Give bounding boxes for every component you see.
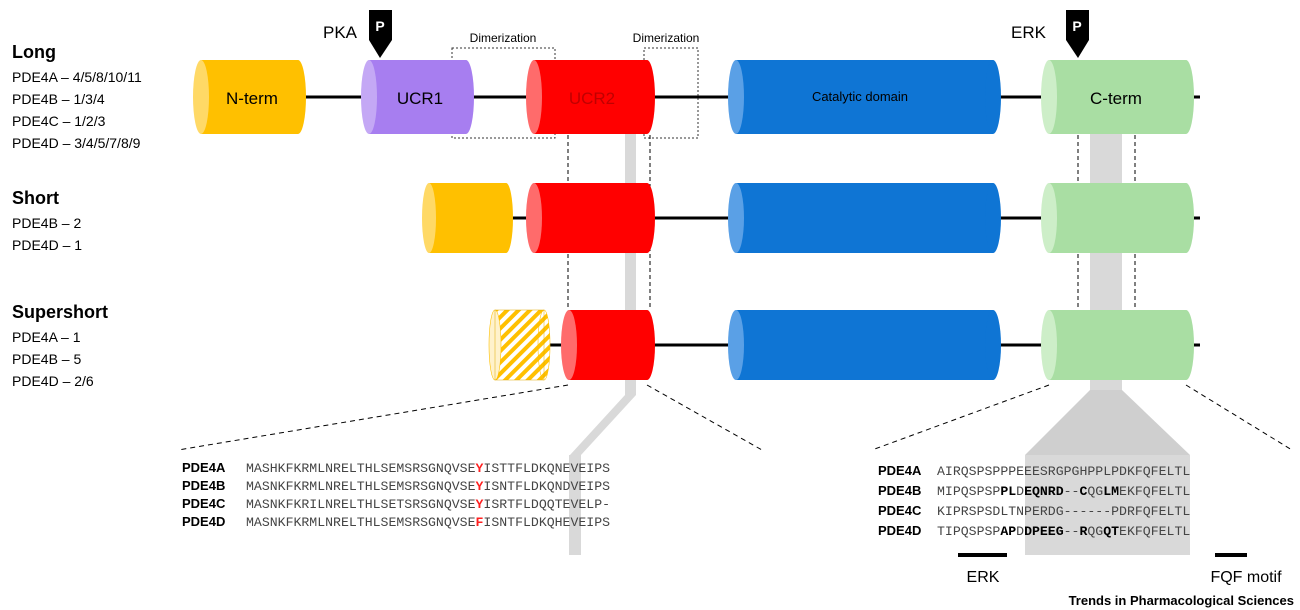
erk-phospho-marker: ERK P [1011, 10, 1089, 58]
phospho-pin-icon [1066, 10, 1089, 58]
supershort-title: Supershort [12, 302, 108, 322]
catalytic-domain-long: Catalytic domain [728, 60, 1001, 134]
dimerization-label-1: Dimerization [470, 31, 537, 45]
fqf-motif-label: FQF motif [1210, 569, 1282, 586]
erk-motif-marker: ERK [958, 553, 1007, 586]
cterm-seq-line: TIPQSPSPAPDDPEEG--RQGQTEKFQFELTL [937, 524, 1190, 539]
highlighted-residue: Y [476, 461, 484, 476]
nterm-domain-short [422, 183, 513, 253]
cterm-seq-line: KIPRSPSDLTNPERDG------PDRFQFELTL [937, 504, 1190, 519]
isoform-item: PDE4B – 5 [12, 351, 81, 367]
cterm-seq-name: PDE4D [878, 523, 921, 538]
ucr2-seq-line: MASNKFKRMLNRELTHLSEMSRSGNQVSEYISNTFLDKQN… [246, 479, 610, 494]
cterm-domain-long: C-term [1041, 60, 1194, 134]
catalytic-domain-short [728, 183, 1001, 253]
highlighted-residue: Y [476, 497, 484, 512]
erk-motif-label: ERK [967, 569, 1000, 586]
isoform-item: PDE4A – 4/5/8/10/11 [12, 69, 142, 85]
isoform-item: PDE4D – 2/6 [12, 373, 94, 389]
short-isoform [422, 183, 1194, 253]
isoform-item: PDE4A – 1 [12, 329, 81, 345]
short-title: Short [12, 188, 59, 208]
ucr2-seq-line: MASHKFKRMLNRELTHLSEMSRSGNQVSEYISTTFLDKQN… [246, 461, 610, 476]
long-isoform: N-term UCR1 UCR2 Catalytic domain C-term [193, 60, 1194, 134]
isoform-item: PDE4B – 2 [12, 215, 81, 231]
phospho-pin-icon [369, 10, 392, 58]
cterm-seq-line: MIPQSPSPPLDEQNRD--CQGLMEKFQFELTL [937, 484, 1190, 499]
cterm-domain-short [1041, 183, 1194, 253]
dimerization-box-2: Dimerization [633, 31, 700, 139]
fqf-motif-marker: FQF motif [1210, 553, 1282, 586]
ucr2-seq-line: MASNKFKRMLNRELTHLSEMSRSGNQVSEFISNTFLDKQH… [246, 515, 610, 530]
ucr2-seq-name: PDE4C [182, 496, 226, 511]
pka-p-badge: P [375, 18, 384, 34]
cterm-seq-name: PDE4C [878, 503, 922, 518]
nterm-truncated-hatched [488, 309, 551, 381]
nterm-label: N-term [226, 89, 278, 108]
nterm-domain-long: N-term [193, 60, 306, 134]
isoform-item: PDE4B – 1/3/4 [12, 91, 105, 107]
pka-phospho-marker: PKA P [323, 10, 392, 58]
highlighted-residue: Y [476, 479, 484, 494]
zoom-connectors [177, 384, 1293, 451]
ucr2-domain-long: UCR2 [526, 60, 655, 134]
supershort-isoform [488, 309, 1194, 381]
ucr1-domain-long: UCR1 [361, 60, 474, 134]
long-group-label: Long PDE4A – 4/5/8/10/11 PDE4B – 1/3/4 P… [12, 42, 142, 151]
ucr2-seq-name: PDE4A [182, 460, 226, 475]
ucr2-seq-name: PDE4B [182, 478, 225, 493]
isoform-item: PDE4D – 3/4/5/7/8/9 [12, 135, 141, 151]
cterm-label: C-term [1090, 89, 1142, 108]
ucr2-domain-short [526, 183, 655, 253]
erk-label: ERK [1011, 23, 1047, 42]
isoform-item: PDE4C – 1/2/3 [12, 113, 106, 129]
cterm-seq-name: PDE4B [878, 483, 921, 498]
cterm-domain-supershort [1041, 310, 1194, 380]
ucr2-seq-line: MASNKFKRILNRELTHLSETSRSGNQVSEYISRTFLDQQT… [246, 497, 610, 512]
ucr2-label: UCR2 [569, 89, 615, 108]
isoform-item: PDE4D – 1 [12, 237, 82, 253]
cterm-sequence-alignment: PDE4A AIRQSPSPPPEEESRGPGHPPLPDKFQFELTL PDE… [878, 463, 1190, 539]
ucr1-label: UCR1 [397, 89, 443, 108]
supershort-group-label: Supershort PDE4A – 1 PDE4B – 5 PDE4D – 2… [12, 302, 108, 389]
ucr2-sequence-alignment: PDE4A MASHKFKRMLNRELTHLSEMSRSGNQVSEYISTTF… [182, 460, 610, 530]
cterm-seq-line: AIRQSPSPPPEEESRGPGHPPLPDKFQFELTL [937, 464, 1190, 479]
erk-p-badge: P [1072, 18, 1081, 34]
source-credit: Trends in Pharmacological Sciences [1069, 593, 1294, 608]
catalytic-domain-supershort [728, 310, 1001, 380]
pka-label: PKA [323, 23, 358, 42]
long-title: Long [12, 42, 56, 62]
cterm-seq-name: PDE4A [878, 463, 922, 478]
dimerization-label-2: Dimerization [633, 31, 700, 45]
highlighted-residue: F [476, 515, 484, 530]
ucr2-seq-name: PDE4D [182, 514, 225, 529]
catalytic-label: Catalytic domain [812, 89, 908, 104]
ucr2-domain-supershort [561, 310, 655, 380]
short-group-label: Short PDE4B – 2 PDE4D – 1 [12, 188, 82, 253]
